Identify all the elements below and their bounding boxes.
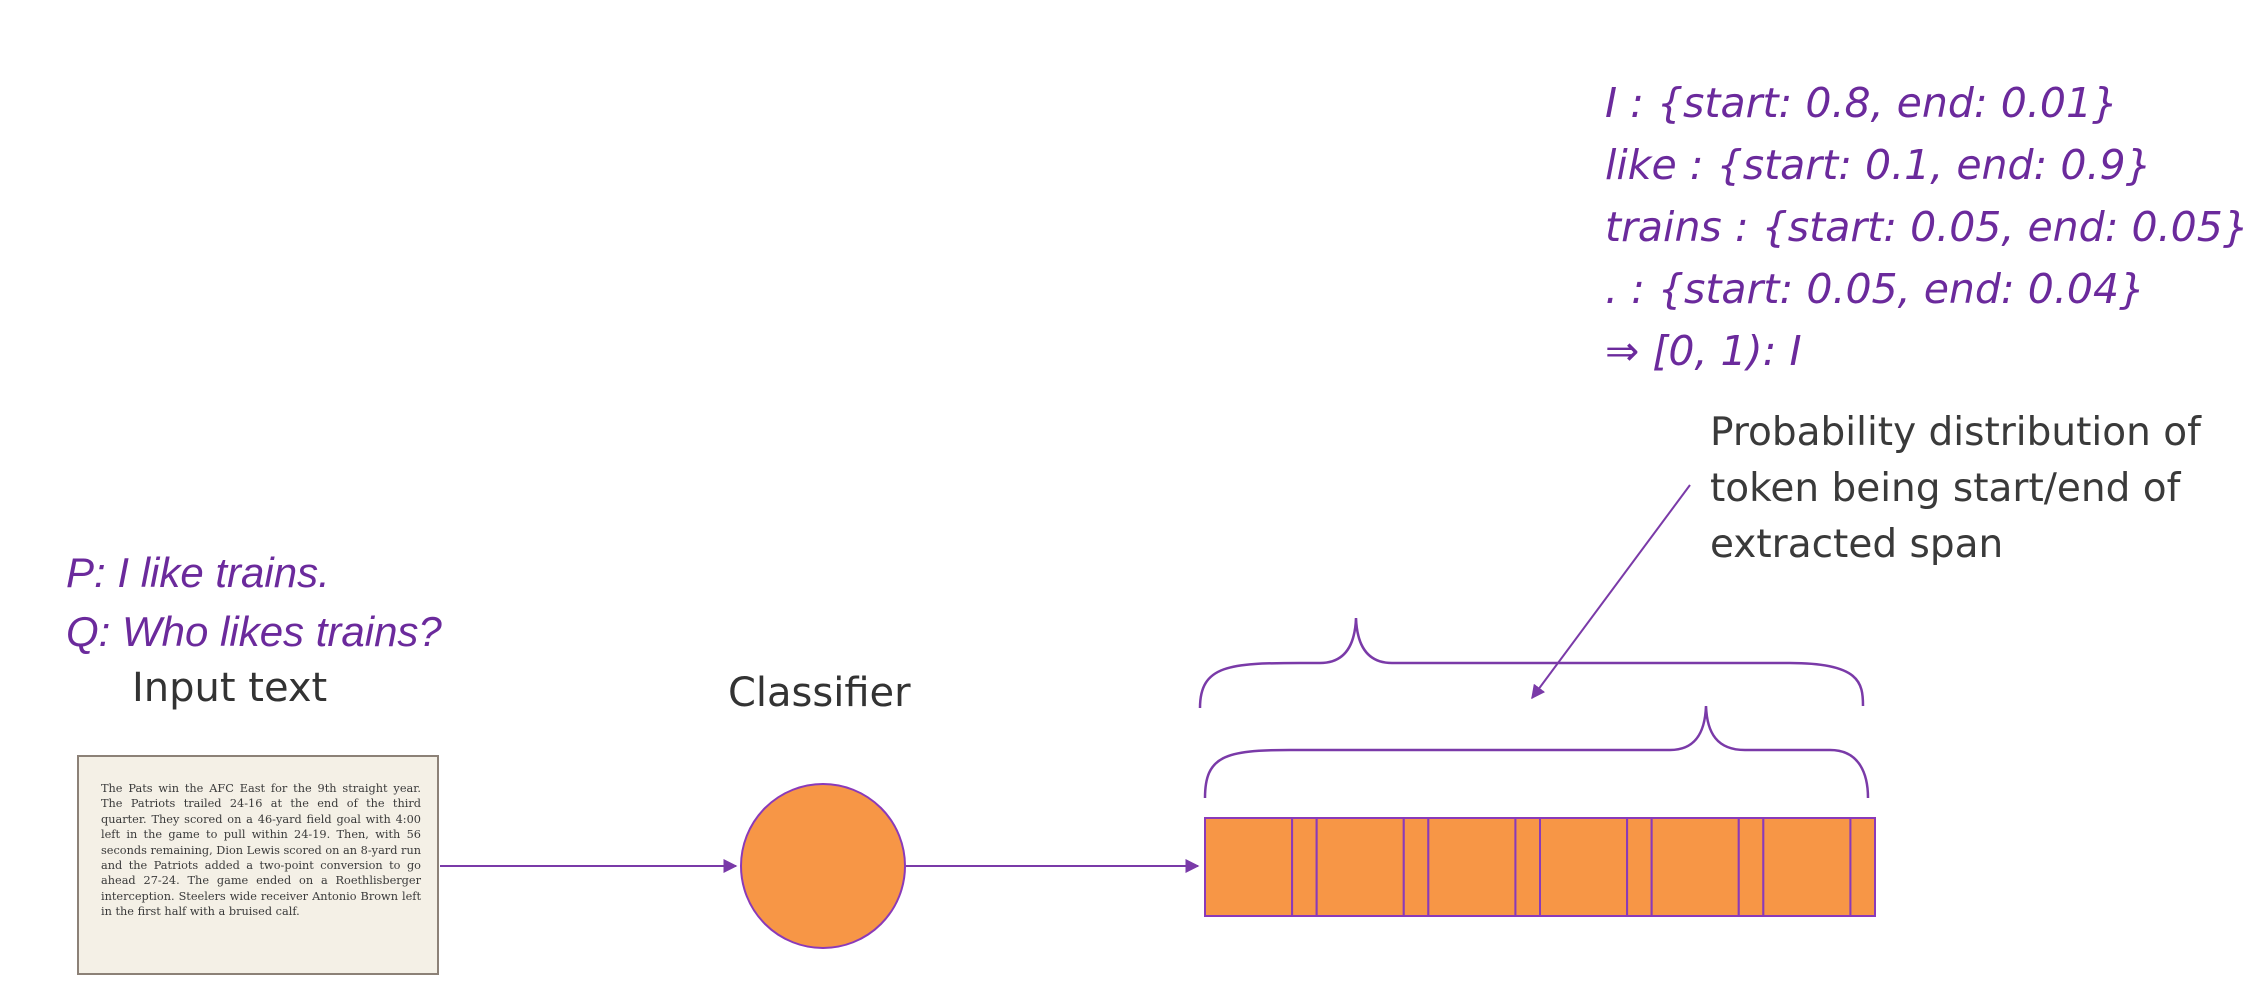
input-text-label: Input text [132,665,328,711]
token-start-cell-6 [1762,817,1852,917]
score-line-trains: trains : {start: 0.05, end: 0.05} [1605,203,2249,251]
token-start-cell-1 [1204,817,1294,917]
token-start-cell-4 [1539,817,1629,917]
score-line-like: like : {start: 0.1, end: 0.9} [1605,141,2152,189]
question-label: Q: Who likes trains? [66,608,442,655]
token-end-cell-1 [1291,817,1318,917]
token-start-cell-2 [1315,817,1405,917]
classifier-node [740,783,906,949]
token-score-list: I : {start: 0.8, end: 0.01} like : {star… [1605,72,2249,382]
token-start-cell-3 [1427,817,1517,917]
token-end-cell-3 [1514,817,1542,917]
score-line-period: . : {start: 0.05, end: 0.04} [1605,265,2146,313]
probability-distribution-label: Probability distribution of token being … [1710,410,2201,567]
score-line-i: I : {start: 0.8, end: 0.01} [1605,79,2119,127]
token-end-cell-5 [1737,817,1765,917]
label-pointer-arrow [1531,484,1691,700]
token-end-cell-4 [1626,817,1653,917]
token-start-cell-5 [1650,817,1740,917]
passage-text-box: The Pats win the AFC East for the 9th st… [77,755,439,975]
classifier-label: Classifier [728,670,911,716]
token-probability-bar [1204,817,1877,917]
token-end-cell-6 [1849,817,1877,917]
passage-label: P: I like trains. [66,549,330,596]
end-probability-brace [1203,705,1870,799]
token-end-cell-2 [1402,817,1430,917]
start-probability-brace [1198,617,1865,709]
extracted-span-result: ⇒ [0, 1): I [1605,327,1802,375]
